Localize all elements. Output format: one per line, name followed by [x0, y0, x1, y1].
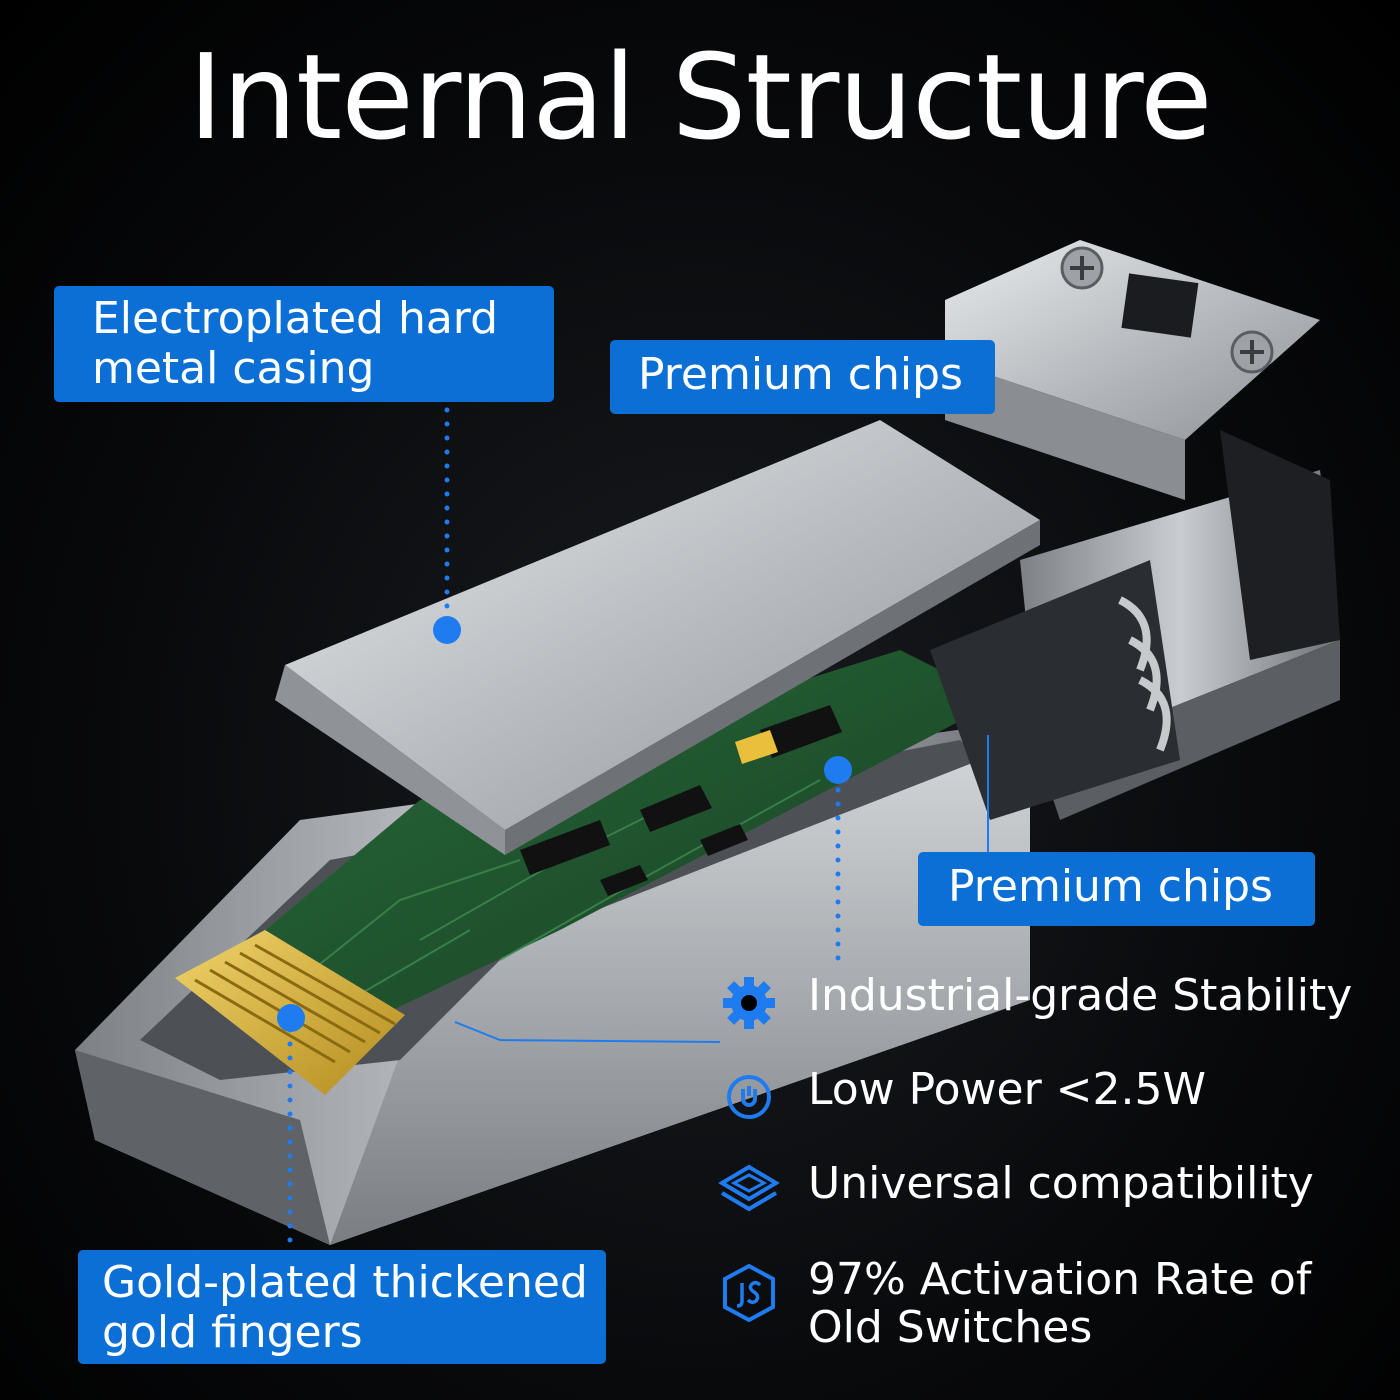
feature-stability: Industrial-grade Stability	[718, 972, 1368, 1034]
feature-compatibility: Universal compatibility	[718, 1160, 1368, 1222]
marker-dot-casing	[433, 616, 461, 644]
chips-group	[520, 705, 842, 896]
hexagon-switch-icon	[718, 1262, 780, 1324]
callout-casing: Electroplated hard metal casing	[54, 286, 554, 402]
feature-low-power: Low Power <2.5W	[718, 1066, 1368, 1128]
callout-gold-line2: gold fingers	[102, 1307, 363, 1358]
gear-icon	[718, 972, 780, 1034]
feature-low-power-label: Low Power <2.5W	[808, 1064, 1206, 1115]
layers-icon	[718, 1160, 780, 1222]
callout-casing-line1: Electroplated hard	[92, 293, 499, 344]
callout-premium-chips-right: Premium chips	[918, 852, 1315, 926]
page-title: Internal Structure	[188, 28, 1212, 166]
power-icon	[718, 1066, 780, 1128]
chip-gold-component	[735, 730, 778, 764]
feature-stability-label: Industrial-grade Stability	[808, 970, 1353, 1021]
pcb-board	[230, 650, 1000, 1040]
callout-gold-line1: Gold-plated thickened	[102, 1257, 588, 1308]
top-cover	[275, 420, 1040, 855]
feature-activation: 97% Activation Rate of Old Switches	[718, 1256, 1368, 1352]
marker-dot-gold	[277, 1004, 305, 1032]
leader-lines	[287, 407, 841, 1248]
callout-gold-fingers: Gold-plated thickened gold fingers	[78, 1250, 606, 1364]
feature-activation-line1: 97% Activation Rate of	[808, 1254, 1312, 1305]
callout-casing-line2: metal casing	[92, 343, 375, 394]
feature-compatibility-label: Universal compatibility	[808, 1158, 1314, 1209]
leader-line-features	[454, 1021, 721, 1043]
marker-dot-chips	[824, 756, 852, 784]
feature-activation-line2: Old Switches	[808, 1302, 1093, 1353]
connector-end	[930, 240, 1340, 820]
callout-premium-chips-top: Premium chips	[610, 340, 995, 414]
feature-activation-label: 97% Activation Rate of Old Switches	[808, 1256, 1368, 1352]
